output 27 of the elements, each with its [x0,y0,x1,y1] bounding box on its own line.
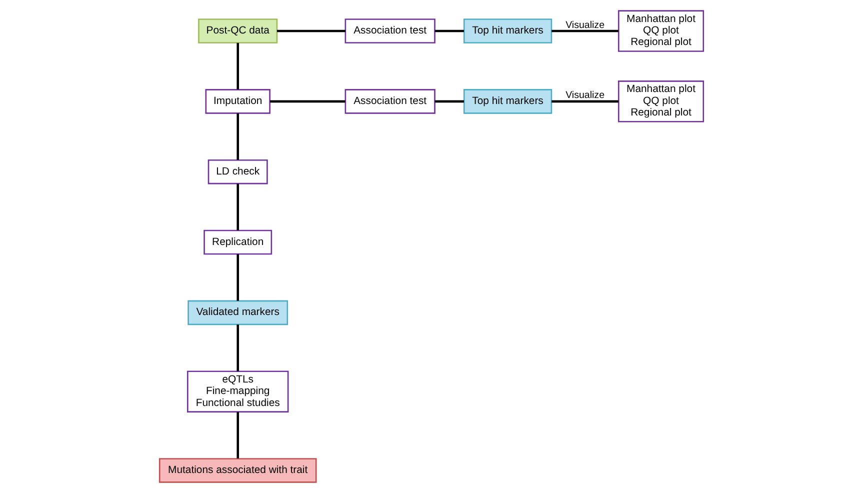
connector [236,254,239,301]
node-box: Replication [204,230,272,255]
node-box: eQTLs Fine-mapping Functional studies [187,370,289,412]
connector [552,30,618,32]
connector [270,100,346,103]
node-box: Manhattan plot QQ plot Regional plot [618,80,704,122]
connector [236,184,239,230]
connector [434,30,464,32]
connector [236,42,239,90]
node-box: Validated markers [188,300,288,326]
edge-label: Visualize [566,90,605,102]
connector [236,412,239,458]
connector [236,113,239,160]
node-box: Mutations associated with trait [158,458,317,483]
node-box: Association test [344,89,436,114]
connector [236,324,239,372]
connector [276,30,346,32]
node-box: Top hit markers [463,18,552,44]
node-box: Top hit markers [463,89,552,114]
connector [434,100,464,103]
node-box: Association test [344,18,436,44]
node-box: LD check [208,159,268,184]
node-box: Post-QC data [198,18,278,44]
edge-label: Visualize [566,20,605,31]
node-box: Manhattan plot QQ plot Regional plot [618,10,704,52]
connector [552,100,618,103]
node-box: Imputation [205,89,270,114]
